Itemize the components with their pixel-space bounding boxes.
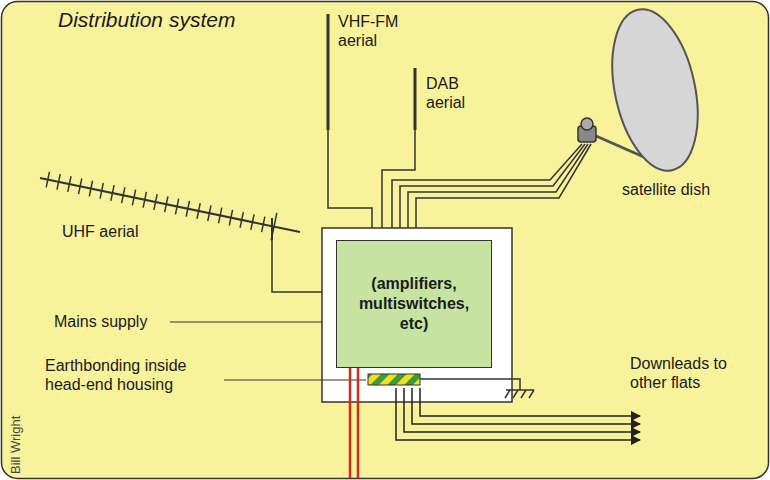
aerial-element <box>251 214 254 230</box>
aerial-element <box>132 190 135 206</box>
part-label: VHF-FM aerial <box>338 12 416 50</box>
equipment-box: (amplifiers, multiswitches, etc) <box>336 240 492 368</box>
aerial-element <box>154 194 157 210</box>
part-label: Mains supply <box>54 312 166 331</box>
credit-watermark: Bill Wright <box>6 374 25 474</box>
aerial-element <box>186 201 189 217</box>
aerial-element <box>89 181 92 197</box>
aerial-element <box>46 172 49 188</box>
aerial-element <box>68 176 71 192</box>
aerial-element <box>111 185 114 201</box>
aerial-element <box>175 199 178 215</box>
aerial-element <box>79 179 82 195</box>
part-label: DAB aerial <box>426 74 486 112</box>
part-label: Downleads to other flats <box>630 354 758 392</box>
fm-dab-aerials <box>328 14 415 130</box>
aerial-element <box>197 203 200 219</box>
earth-bar <box>368 374 420 385</box>
part-label: UHF aerial <box>62 222 172 241</box>
aerial-element <box>262 217 265 233</box>
part-label: Earthbonding inside head-end housing <box>45 356 221 394</box>
aerial-element <box>165 196 168 212</box>
aerial-element <box>57 174 60 190</box>
downlead-cables <box>396 388 640 440</box>
aerial-element <box>100 183 103 199</box>
part-label: satellite dish <box>622 180 742 199</box>
box-text: (amplifiers, multiswitches, etc) <box>345 274 483 334</box>
aerial-element <box>143 192 146 208</box>
aerial-element <box>240 212 243 228</box>
aerial-element <box>122 187 125 203</box>
aerial-element <box>271 213 277 240</box>
earth-symbol <box>420 379 534 398</box>
uhf-aerial-symbol <box>40 172 300 241</box>
aerial-element <box>229 210 232 226</box>
satellite-dish-symbol <box>578 1 711 178</box>
mains-cable <box>350 368 358 478</box>
diagram-title: Distribution system <box>58 8 235 32</box>
aerial-element <box>208 205 211 221</box>
aerial-element <box>219 208 222 224</box>
